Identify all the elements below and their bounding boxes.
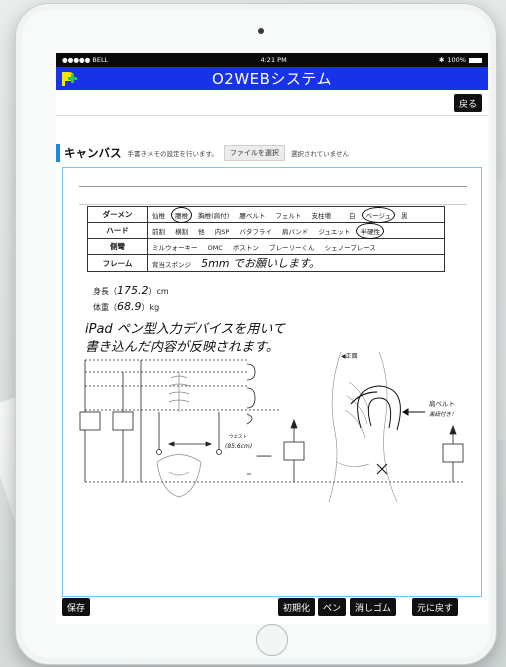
option: バタフライ — [239, 227, 272, 236]
bluetooth-icon: ✱ — [438, 56, 445, 64]
canvas-title: キャンバス — [64, 146, 122, 160]
option-circled: 腰椎 — [171, 206, 193, 223]
toolbar: 戻る — [56, 90, 488, 116]
time-label: 4:21 PM — [260, 56, 287, 64]
height-label: 身長（ — [93, 287, 117, 296]
option: シェノーブレース — [324, 243, 376, 252]
table-row: 側彎 ミルウォーキー OMC ボストン ブレーリーくん シェノーブレース — [87, 238, 445, 255]
option: ボストン — [232, 243, 259, 252]
camera-dot — [258, 28, 264, 34]
handwritten-line-1: iPad ペン型入力デバイスを用いて — [85, 322, 286, 337]
weight-unit: ）kg — [141, 303, 160, 312]
option: ブレーリーくん — [269, 243, 315, 252]
back-button[interactable]: 戻る — [453, 94, 482, 112]
options-cell: 背当スポンジ 5mm でお願いします。 — [147, 254, 445, 272]
option: 黒 — [401, 211, 408, 220]
row-label: フレーム — [87, 254, 148, 272]
status-bar: ●●●●● BELL 4:21 PM ✱ 100% — [56, 53, 488, 67]
bottom-toolbar: 保存 初期化 ペン 消しゴム 元に戻す — [56, 598, 488, 622]
option: 白 — [349, 211, 356, 220]
shoulder-belt-drawing — [350, 385, 425, 475]
option: ジュエット — [318, 227, 351, 236]
row-label: 側彎 — [87, 238, 148, 255]
shoulder-belt-note: 黒紐付き！ — [429, 411, 457, 418]
table-row: フレーム 背当スポンジ 5mm でお願いします。 — [87, 254, 445, 272]
options-cell: 前割 横割 他 内SP バタフライ 肩バンド ジュエット 半硬性 — [147, 222, 445, 239]
torso-side — [328, 352, 398, 503]
divider — [79, 204, 467, 205]
height-value: 175.2 — [117, 284, 149, 297]
home-button[interactable] — [256, 624, 288, 656]
row-label: ダーメン — [87, 206, 148, 223]
handwritten-note: 5mm でお願いします。 — [201, 257, 320, 270]
eraser-button[interactable]: 消しゴム — [350, 598, 397, 616]
body-diagram: ◀正面 肩ベルト 黒紐付き！ ウエスト (85.6cm) — [79, 352, 464, 503]
height-unit: ）cm — [148, 287, 169, 296]
app-header: O2WEBシステム — [56, 67, 488, 90]
weight-value: 68.9 — [117, 300, 142, 313]
height-field: 身長（175.2）cm — [93, 284, 169, 297]
battery-area: ✱ 100% — [439, 56, 482, 64]
options-cell: 仙椎 腰椎 胸椎(肩付) 腰ベルト フェルト 支柱増 白 ベージュ 黒 — [147, 206, 445, 223]
skeleton-front — [156, 372, 202, 498]
option: 横割 — [175, 227, 189, 236]
options-cell: ミルウォーキー OMC ボストン ブレーリーくん シェノーブレース — [147, 238, 445, 255]
option: 背当スポンジ — [152, 261, 191, 269]
table-row: ダーメン 仙椎 腰椎 胸椎(肩付) 腰ベルト フェルト 支柱増 白 ベージュ 黒 — [87, 206, 445, 223]
weight-label: 体重（ — [93, 303, 117, 312]
waist-value: (85.6cm) — [225, 443, 252, 450]
reset-button[interactable]: 初期化 — [278, 598, 316, 616]
app-title: O2WEBシステム — [211, 70, 332, 88]
waist-label: ウエスト — [229, 433, 247, 440]
battery-icon — [468, 57, 482, 63]
order-sheet-table: ダーメン 仙椎 腰椎 胸椎(肩付) 腰ベルト フェルト 支柱増 白 ベージュ 黒… — [87, 206, 445, 272]
option: フェルト — [275, 211, 302, 220]
divider — [79, 186, 467, 187]
canvas-header: キャンバス 手書きメモの設定を行います。 ファイルを選択 選択されていません — [56, 144, 488, 162]
shoulder-belt-label: 肩ベルト — [429, 399, 455, 408]
option: 腰ベルト — [239, 211, 266, 220]
table-row: ハード 前割 横割 他 内SP バタフライ 肩バンド ジュエット 半硬性 — [87, 222, 445, 239]
save-button[interactable]: 保存 — [62, 598, 91, 616]
ipad-screen: ●●●●● BELL 4:21 PM ✱ 100% O2WEBシステム 戻る キ… — [56, 53, 488, 624]
handwritten-line-2: 書き込んだ内容が反映されます。 — [85, 340, 279, 355]
option: 前割 — [152, 227, 165, 236]
front-label: ◀正面 — [341, 353, 358, 360]
option: 内SP — [214, 227, 230, 236]
option: 支柱増 — [311, 211, 331, 220]
app-logo-icon — [59, 69, 81, 88]
undo-button[interactable]: 元に戻す — [412, 598, 459, 616]
file-status: 選択されていません — [290, 150, 349, 158]
option: 仙椎 — [152, 211, 165, 220]
row-label: ハード — [87, 222, 148, 239]
pen-button[interactable]: ペン — [318, 598, 347, 616]
option: ミルウォーキー — [152, 243, 198, 252]
weight-field: 体重（68.9）kg — [93, 300, 159, 313]
measurement-lines — [79, 359, 464, 483]
drawing-canvas[interactable]: ダーメン 仙椎 腰椎 胸椎(肩付) 腰ベルト フェルト 支柱増 白 ベージュ 黒… — [62, 167, 482, 597]
option: 肩バンド — [281, 227, 309, 236]
option: 胸椎(肩付) — [198, 211, 230, 220]
option-circled: 半硬性 — [356, 222, 384, 239]
option: OMC — [207, 243, 223, 252]
option-circled: ベージュ — [361, 206, 396, 223]
carrier-label: ●●●●● BELL — [62, 56, 109, 64]
battery-percent: 100% — [447, 56, 466, 64]
option: 他 — [198, 227, 205, 236]
file-select-button[interactable]: ファイルを選択 — [223, 145, 285, 161]
canvas-subtitle: 手書きメモの設定を行います。 — [127, 150, 218, 158]
